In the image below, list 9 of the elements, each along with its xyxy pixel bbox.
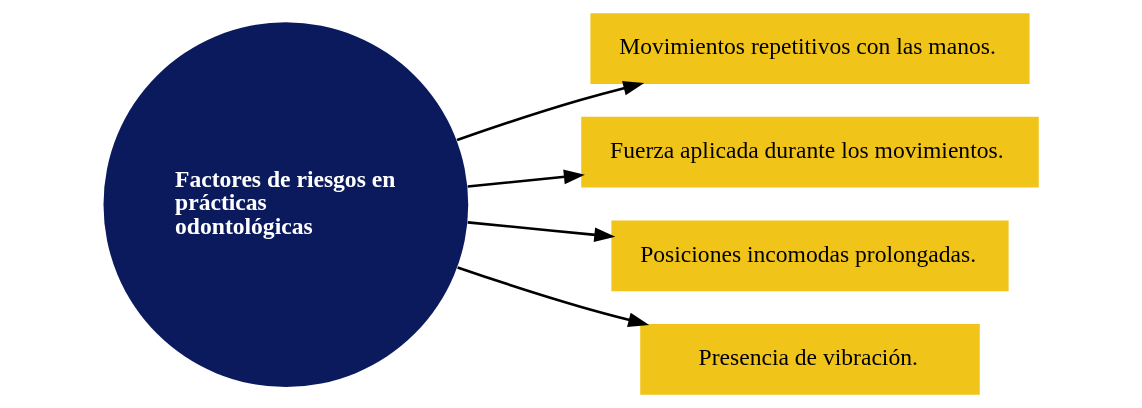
node-circle: Factores de riesgos en prácticas odontológicas xyxy=(103,22,469,387)
node-box: Presencia de vibración. xyxy=(640,323,980,395)
node-box: Posiciones incomodas prolongadas. xyxy=(611,220,1009,292)
node-box: Movimientos repetitivos con las manos. xyxy=(590,13,1030,85)
arrow xyxy=(467,169,585,188)
arrow xyxy=(456,81,645,142)
arrow xyxy=(457,266,650,327)
arrow xyxy=(467,221,616,243)
node-box: Fuerza aplicada durante los movimientos. xyxy=(581,116,1039,188)
